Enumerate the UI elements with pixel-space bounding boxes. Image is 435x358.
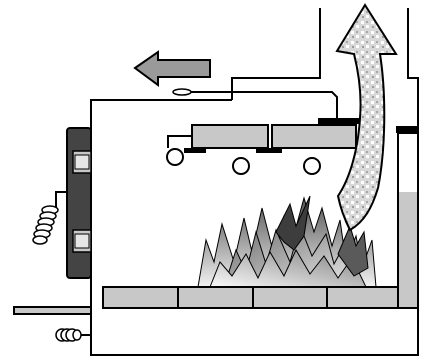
- roller-wheels: [166, 148, 321, 175]
- coil-handle: [32, 191, 67, 245]
- hinged-door-panels: [167, 118, 360, 153]
- rail-rod: [172, 88, 338, 118]
- smoke-arrow: [335, 3, 398, 232]
- flames: [197, 195, 377, 288]
- hearth-bricks: [102, 286, 399, 309]
- bottom-coil-handle: [55, 328, 91, 342]
- flue-damper: [396, 126, 418, 133]
- bottom-shelf: [13, 306, 92, 315]
- air-direction-arrow: [133, 50, 211, 87]
- side-handle-panel: [66, 127, 92, 279]
- chimney-flue: [231, 8, 419, 100]
- side-air-channel: [397, 132, 419, 309]
